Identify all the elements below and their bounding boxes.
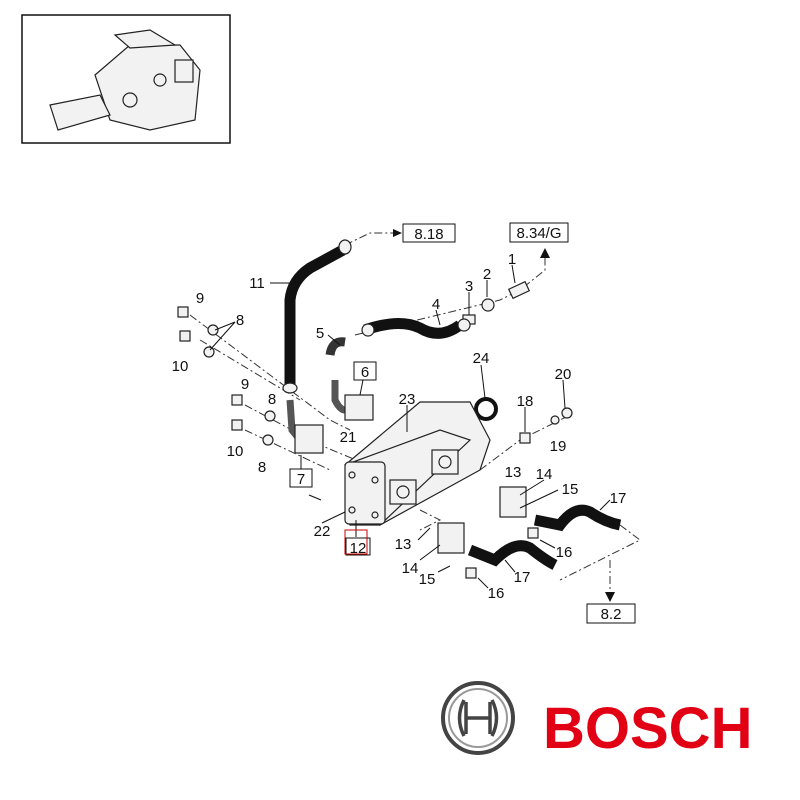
callout-13[interactable]: 13 (505, 464, 522, 481)
callout-14[interactable]: 14 (536, 466, 553, 483)
callout-18[interactable]: 18 (517, 393, 534, 410)
callout-16[interactable]: 16 (488, 585, 505, 602)
callout-11[interactable]: 11 (249, 275, 265, 292)
ref-box-8-2[interactable]: 8.2 (586, 603, 636, 624)
callout-10[interactable]: 10 (227, 443, 244, 460)
callout-13[interactable]: 13 (395, 536, 412, 553)
callout-9[interactable]: 9 (196, 290, 204, 307)
callout-8[interactable]: 8 (268, 391, 276, 408)
callout-box-12[interactable]: 12 (344, 529, 371, 557)
callout-20[interactable]: 20 (555, 366, 572, 383)
svg-text:7: 7 (297, 471, 305, 488)
callout-2[interactable]: 2 (483, 266, 491, 283)
ref-box-8-34-g[interactable]: 8.34/G (509, 222, 569, 243)
callout-24[interactable]: 24 (473, 350, 490, 367)
svg-text:8.34/G: 8.34/G (516, 225, 561, 242)
svg-text:8.18: 8.18 (414, 226, 443, 243)
overview-thumbnail[interactable] (21, 14, 231, 144)
svg-text:12: 12 (350, 540, 367, 557)
callout-23[interactable]: 23 (399, 391, 416, 408)
callout-box-7[interactable]: 7 (289, 468, 313, 488)
hose-17-upper (533, 504, 622, 532)
callout-leaders (209, 264, 611, 589)
svg-text:8.2: 8.2 (601, 606, 622, 623)
callout-21[interactable]: 21 (340, 429, 357, 446)
callout-17[interactable]: 17 (514, 569, 531, 586)
bosch-wordmark: BOSCH (543, 696, 752, 761)
bosch-logo: BOSCH (441, 681, 752, 761)
callout-22[interactable]: 22 (314, 523, 331, 540)
callout-19[interactable]: 19 (550, 438, 567, 455)
gear-pump-23 (344, 401, 491, 526)
callout-8[interactable]: 8 (236, 312, 244, 329)
ref-box-8-18[interactable]: 8.18 (402, 223, 456, 243)
callout-17[interactable]: 17 (610, 490, 627, 507)
callout-15[interactable]: 15 (419, 571, 436, 588)
callout-3[interactable]: 3 (465, 278, 473, 295)
callout-14[interactable]: 14 (402, 560, 419, 577)
callout-1[interactable]: 1 (508, 251, 516, 268)
svg-text:6: 6 (361, 364, 369, 381)
callout-labels: 1 2 3 4 5 11 9 8 10 24 20 18 19 23 9 8 2… (172, 251, 627, 602)
callout-5[interactable]: 5 (316, 325, 324, 342)
callout-10[interactable]: 10 (172, 358, 189, 375)
callout-8[interactable]: 8 (258, 459, 266, 476)
callout-15[interactable]: 15 (562, 481, 579, 498)
fittings (177, 280, 573, 579)
callout-box-6[interactable]: 6 (353, 361, 377, 381)
callout-9[interactable]: 9 (241, 376, 249, 393)
callout-4[interactable]: 4 (432, 296, 440, 313)
callout-16[interactable]: 16 (556, 544, 573, 561)
hose-4 (363, 318, 464, 339)
hose-11 (284, 245, 346, 385)
hose-17-lower (467, 540, 558, 570)
